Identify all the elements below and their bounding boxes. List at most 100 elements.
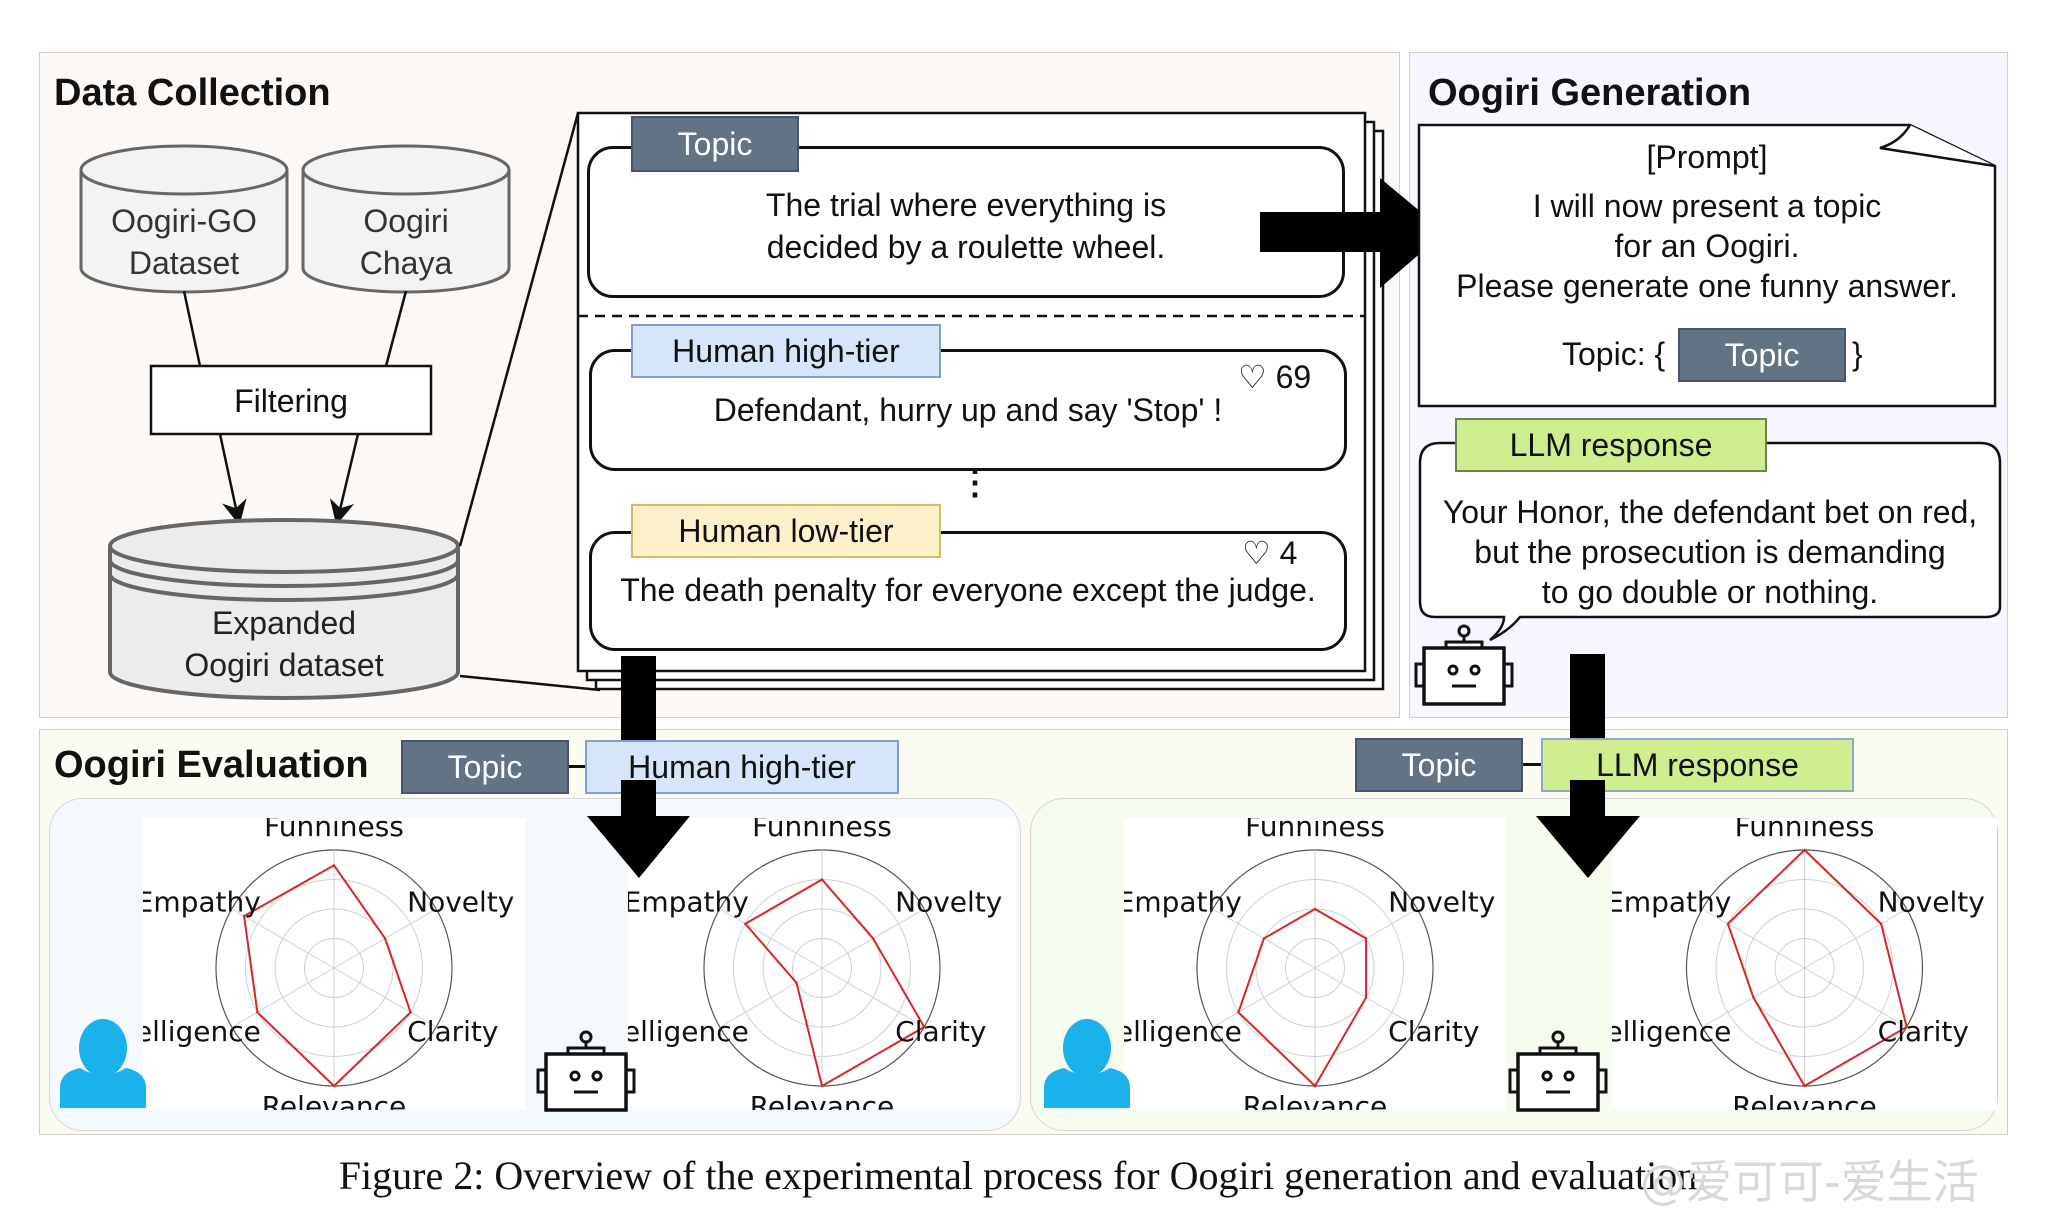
radar-point-funniness (332, 864, 336, 867)
radar-axis-label-intelligence: Intelligence (628, 1015, 749, 1048)
tag-connector (1523, 763, 1541, 766)
figure-caption: Figure 2: Overview of the experimental p… (338, 1153, 1708, 1198)
arrow-head-left (587, 780, 690, 878)
response-line: but the prosecution is demanding (1474, 534, 1946, 570)
topic-text: The trial where everything is decided by… (587, 184, 1345, 268)
radar-point-novelty (871, 937, 875, 940)
label-line: Chaya (359, 245, 453, 281)
radar-point-funniness (1803, 848, 1806, 852)
zoom-line (459, 674, 601, 692)
oogiri-go-dataset-cylinder (79, 144, 289, 294)
radar-point-clarity (1364, 996, 1368, 999)
arrow-to-prompt (1260, 178, 1445, 288)
response-line: to go double or nothing. (1541, 574, 1879, 610)
connector-line (182, 290, 202, 367)
radar-spoke (821, 967, 925, 1028)
prompt-line: for an Oogiri. (1614, 228, 1800, 264)
radar-axis-label-relevance: Relevance (750, 1090, 895, 1110)
ellipsis-dots: ⋮ (958, 464, 992, 502)
response-line: Your Honor, the defendant bet on red, (1442, 494, 1978, 530)
radar-axis-label-empathy: Empathy (143, 885, 261, 918)
radar-axis-label-clarity: Clarity (895, 1015, 986, 1048)
arrow-head-right (1536, 780, 1640, 878)
radar-axis-label-funniness: Funniness (1735, 818, 1875, 843)
radar-axis-label-clarity: Clarity (407, 1015, 498, 1048)
data-collection-title: Data Collection (54, 72, 331, 114)
radar-point-intelligence (1752, 996, 1755, 999)
radar-point-empathy (1726, 922, 1730, 925)
radar-spoke (231, 967, 335, 1028)
radar-spoke (1804, 908, 1907, 969)
prompt-line: Please generate one funny answer. (1456, 268, 1958, 304)
radar-point-relevance (1803, 1084, 1806, 1088)
label-line: Oogiri (363, 203, 449, 239)
radar-point-relevance (1313, 1084, 1317, 1088)
response-bubble (1418, 441, 2002, 642)
filtering-label: Filtering (234, 383, 348, 419)
radar-point-empathy (242, 914, 246, 918)
radar-point-clarity (1905, 1025, 1908, 1029)
radar-chart-llm-on-llm: FunninessNoveltyClarityRelevanceIntellig… (1612, 818, 1985, 1110)
radar-point-funniness (820, 878, 824, 881)
radar-point-intelligence (795, 981, 798, 984)
label-line: Oogiri-GO (111, 203, 257, 239)
radar-point-empathy (744, 922, 747, 925)
radar-point-clarity (922, 1025, 926, 1029)
radar-axis-label-funniness: Funniness (1245, 818, 1385, 843)
radar-point-relevance (332, 1084, 336, 1088)
prompt-and-response-shapes (1417, 123, 2002, 642)
eval-left-topic-tag: Topic (401, 740, 569, 794)
text-line: decided by a roulette wheel. (766, 229, 1166, 265)
radar-point-clarity (409, 1011, 412, 1014)
oogiri-go-dataset-label: Oogiri-GO Dataset (81, 200, 287, 284)
label-line: Dataset (128, 245, 240, 281)
zoom-line (458, 112, 580, 547)
radar-spoke (1804, 967, 1907, 1028)
radar-axis-label-funniness: Funniness (752, 818, 892, 843)
topic-prefix: Topic: { (1562, 336, 1666, 372)
radar-spoke (719, 908, 823, 969)
radar-spoke (719, 967, 823, 1028)
radar-point-novelty (1364, 937, 1368, 940)
person-icon (60, 1019, 146, 1108)
high-tier-tag: Human high-tier (631, 324, 941, 378)
high-tier-text: Defendant, hurry up and say 'Stop' ! (713, 392, 1223, 428)
topic-tag: Topic (631, 116, 799, 172)
person-icon (1044, 1019, 1130, 1108)
radar-chart-human-on-human: FunninessNoveltyClarityRelevanceIntellig… (143, 818, 514, 1110)
radar-axis-label-intelligence: Intelligence (1124, 1015, 1242, 1048)
radar-point-empathy (1262, 937, 1266, 940)
robot-icon (1414, 624, 1514, 706)
prompt-body: I will now present a topic for an Oogiri… (1419, 186, 1995, 306)
radar-axis-label-relevance: Relevance (1732, 1090, 1877, 1110)
radar-axis-label-relevance: Relevance (262, 1090, 407, 1110)
radar-spoke (1702, 908, 1805, 969)
radar-axis-label-funniness: Funniness (264, 818, 404, 843)
low-tier-text: The death penalty for everyone except th… (620, 572, 1316, 608)
radar-axis-label-intelligence: Intelligence (1612, 1015, 1731, 1048)
radar-axis-label-novelty: Novelty (1388, 885, 1495, 918)
prompt-line: I will now present a topic (1532, 188, 1882, 224)
arrow (218, 433, 247, 526)
eval-right-topic-tag: Topic (1355, 738, 1523, 792)
filtering-box (149, 364, 433, 436)
label-line: Oogiri dataset (184, 647, 384, 683)
prompt-box (1417, 123, 1997, 408)
label-line: Expanded (211, 605, 357, 641)
llm-response-text: Your Honor, the defendant bet on red, bu… (1420, 492, 2000, 612)
robot-icon (536, 1030, 636, 1112)
llm-response-tag: LLM response (1455, 418, 1767, 472)
radar-point-intelligence (1237, 1011, 1240, 1014)
text-line: The trial where everything is (765, 187, 1167, 223)
oogiri-chaya-label: Oogiri Chaya (303, 200, 509, 284)
radar-point-novelty (1879, 922, 1883, 925)
connector-line (384, 290, 408, 367)
radar-series-polygon (243, 863, 412, 1088)
radar-point-funniness (1313, 907, 1317, 911)
expanded-dataset-cylinder (108, 518, 460, 700)
radar-axis-label-novelty: Novelty (895, 885, 1002, 918)
radar-spoke (231, 908, 335, 969)
radar-axis-label-empathy: Empathy (628, 885, 749, 918)
radar-axis-label-clarity: Clarity (1878, 1015, 1969, 1048)
